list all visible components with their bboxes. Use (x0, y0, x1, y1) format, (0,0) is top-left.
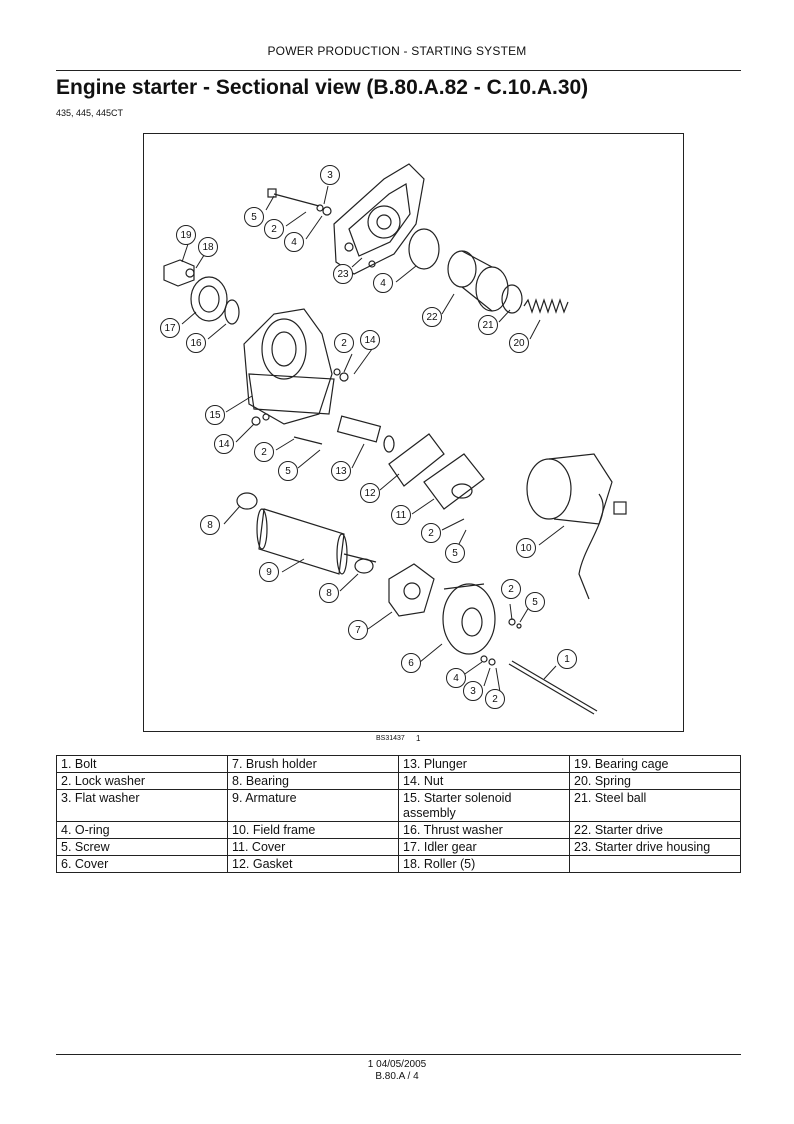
callout-8b: 8 (319, 583, 339, 603)
callout-2e: 2 (421, 523, 441, 543)
callout-11: 11 (391, 505, 411, 525)
legend-cell: 16. Thrust washer (398, 821, 570, 839)
callout-14: 14 (360, 330, 380, 350)
callout-5d: 5 (525, 592, 545, 612)
cover-part-11 (423, 453, 485, 510)
page-title: Engine starter - Sectional view (B.80.A.… (56, 76, 589, 99)
o-ring-part (408, 228, 440, 270)
bearing-cage-part (163, 259, 195, 287)
idler-gear-part (190, 276, 228, 322)
footer-date: 1 04/05/2005 (367, 1059, 427, 1070)
footer-page-ref: B.80.A / 4 (375, 1071, 419, 1082)
spring-part (523, 298, 569, 314)
table-row: 4. O-ring 10. Field frame 16. Thrust was… (56, 821, 741, 839)
legend-cell: 13. Plunger (398, 755, 570, 773)
starter-exploded-drawing (163, 163, 627, 715)
figure-number: 1 (416, 734, 421, 743)
callout-18: 18 (198, 237, 218, 257)
legend-cell: 23. Starter drive housing (569, 838, 741, 856)
legend-cell: 3. Flat washer (56, 789, 228, 822)
legend-cell: 18. Roller (5) (398, 855, 570, 873)
legend-cell: 19. Bearing cage (569, 755, 741, 773)
gasket-part (388, 433, 445, 487)
legend-cell: 15. Starter solenoid assembly (398, 789, 570, 822)
bearing-part-upper (236, 492, 258, 510)
callout-2d: 2 (254, 442, 274, 462)
callout-4: 4 (284, 232, 304, 252)
legend-cell: 12. Gasket (227, 855, 399, 873)
table-row: 1. Bolt 7. Brush holder 13. Plunger 19. … (56, 755, 741, 773)
figure-id: BS31437 (376, 735, 405, 742)
exploded-view-figure (143, 133, 684, 732)
legend-cell: 22. Starter drive (569, 821, 741, 839)
callout-2f: 2 (501, 579, 521, 599)
legend-cell: 14. Nut (398, 772, 570, 790)
callout-14b: 14 (214, 434, 234, 454)
legend-cell: 2. Lock washer (56, 772, 228, 790)
callout-15: 15 (205, 405, 225, 425)
callout-4b: 4 (373, 273, 393, 293)
legend-cell: 20. Spring (569, 772, 741, 790)
callout-5c: 5 (445, 543, 465, 563)
legend-cell: 6. Cover (56, 855, 228, 873)
legend-cell: 21. Steel ball (569, 789, 741, 822)
model-list: 435, 445, 445CT (56, 108, 124, 118)
callout-10: 10 (516, 538, 536, 558)
callout-13: 13 (331, 461, 351, 481)
callout-23: 23 (333, 264, 353, 284)
table-row: 3. Flat washer 9. Armature 15. Starter s… (56, 789, 741, 822)
bearing-part-lower (354, 558, 374, 574)
callout-7: 7 (348, 620, 368, 640)
header-rule (56, 70, 741, 71)
legend-cell: 9. Armature (227, 789, 399, 822)
legend-cell (569, 855, 741, 873)
table-row: 6. Cover 12. Gasket 18. Roller (5) (56, 855, 741, 873)
legend-cell: 5. Screw (56, 838, 228, 856)
field-frame-part (526, 453, 627, 600)
legend-cell: 17. Idler gear (398, 838, 570, 856)
callout-16: 16 (186, 333, 206, 353)
legend-cell: 10. Field frame (227, 821, 399, 839)
callout-2g: 2 (485, 689, 505, 709)
nut-part (339, 372, 349, 382)
legend-cell: 1. Bolt (56, 755, 228, 773)
thrust-washer-part (224, 299, 240, 325)
callout-8: 8 (200, 515, 220, 535)
callout-21: 21 (478, 315, 498, 335)
callout-22: 22 (422, 307, 442, 327)
legend-cell: 4. O-ring (56, 821, 228, 839)
callout-5: 5 (244, 207, 264, 227)
long-bolt-part (508, 663, 595, 715)
cover-part-6 (442, 583, 496, 655)
callout-2: 2 (264, 219, 284, 239)
table-row: 5. Screw 11. Cover 17. Idler gear 23. St… (56, 838, 741, 856)
bolt-screw-top (267, 188, 332, 216)
page-footer: 1 04/05/2005 B.80.A / 4 (0, 1059, 794, 1083)
legend-cell: 7. Brush holder (227, 755, 399, 773)
plunger-part (336, 415, 395, 453)
callout-6: 6 (401, 653, 421, 673)
section-header: POWER PRODUCTION - STARTING SYSTEM (267, 44, 527, 58)
footer-rule (56, 1054, 741, 1055)
callout-5b: 5 (278, 461, 298, 481)
callout-12: 12 (360, 483, 380, 503)
brush-holder-part (388, 563, 435, 617)
starter-drive-part (447, 250, 523, 314)
callout-1: 1 (557, 649, 577, 669)
callout-20: 20 (509, 333, 529, 353)
parts-legend-table: 1. Bolt 7. Brush holder 13. Plunger 19. … (56, 755, 741, 873)
table-row: 2. Lock washer 8. Bearing 14. Nut 20. Sp… (56, 772, 741, 790)
callout-9: 9 (259, 562, 279, 582)
callout-17: 17 (160, 318, 180, 338)
solenoid-housing-part (243, 308, 335, 425)
callout-4c: 4 (446, 668, 466, 688)
callout-2c: 2 (334, 333, 354, 353)
legend-cell: 11. Cover (227, 838, 399, 856)
callout-19: 19 (176, 225, 196, 245)
callout-3: 3 (320, 165, 340, 185)
legend-cell: 8. Bearing (227, 772, 399, 790)
callout-3b: 3 (463, 681, 483, 701)
